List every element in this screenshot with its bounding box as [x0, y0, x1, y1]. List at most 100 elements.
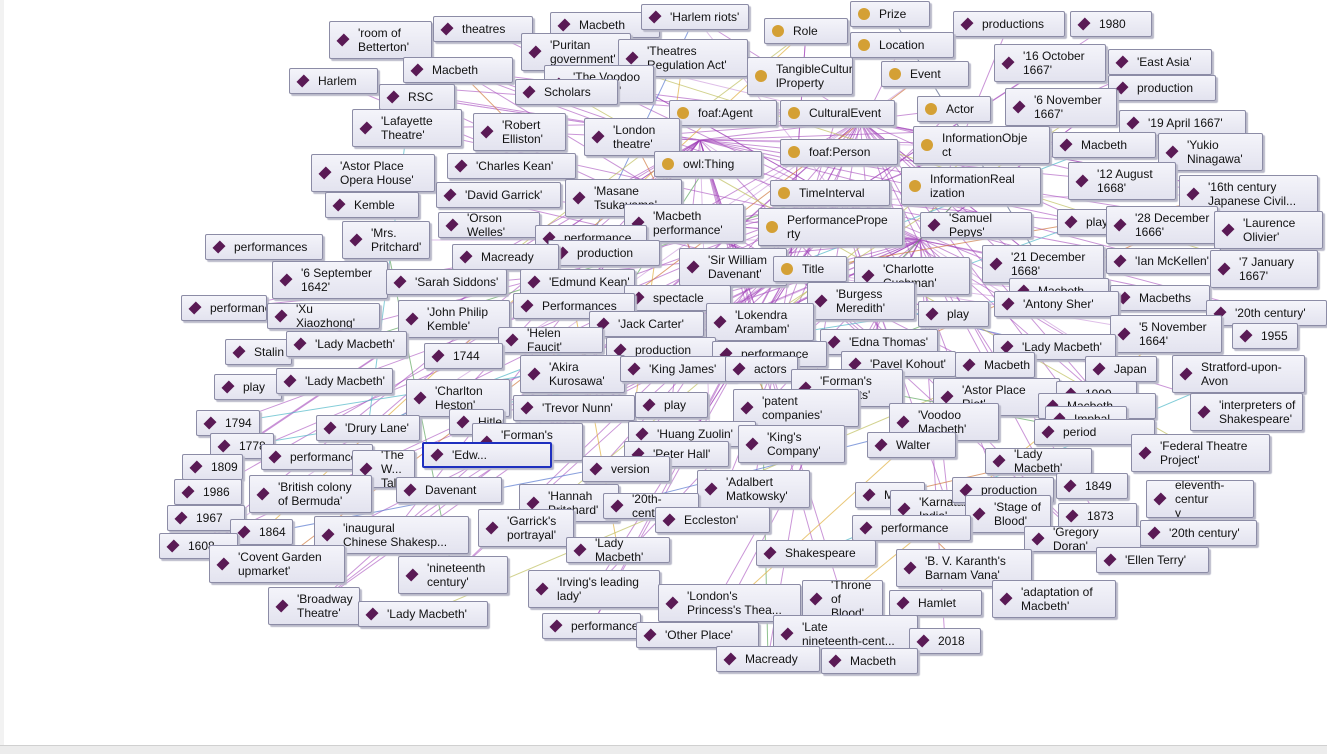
graph-node-individual[interactable]: 'David Garrick' — [436, 182, 561, 208]
graph-node-individual[interactable]: 'Throne of Blood' — [802, 580, 883, 618]
graph-node-individual[interactable]: 'Lady Macbeth' — [286, 331, 407, 357]
graph-node-individual[interactable]: '6 September 1642' — [272, 261, 388, 299]
graph-node-individual[interactable]: 'Yukio Ninagawa' — [1158, 133, 1263, 171]
graph-node-individual[interactable]: 1849 — [1056, 473, 1128, 499]
graph-node-individual[interactable]: 'Ellen Terry' — [1096, 547, 1209, 573]
graph-node-individual[interactable]: '21 December 1668' — [982, 245, 1104, 283]
graph-node-individual[interactable]: eleventh-centur y — [1146, 480, 1254, 518]
graph-node-individual[interactable]: 'East Asia' — [1108, 49, 1212, 75]
graph-node-individual[interactable]: Macready — [452, 244, 559, 270]
graph-node-individual[interactable]: 'Samuel Pepys' — [920, 212, 1032, 238]
graph-node-class[interactable]: Actor — [917, 96, 991, 122]
graph-node-individual[interactable]: Shakespeare — [756, 540, 876, 566]
graph-node-individual[interactable]: 'Sir William Davenant' — [679, 248, 787, 286]
graph-node-class[interactable]: TangibleCultura lProperty — [747, 57, 853, 95]
graph-node-individual[interactable]: 'Garrick's portrayal' — [478, 509, 574, 547]
graph-node-individual[interactable]: 'patent companies' — [733, 389, 859, 427]
graph-node-individual[interactable]: 1744 — [424, 343, 503, 369]
graph-node-individual[interactable]: 'Federal Theatre Project' — [1131, 434, 1270, 472]
graph-node-individual[interactable]: Macbeth — [1052, 132, 1156, 158]
graph-node-individual[interactable]: 'King's Company' — [738, 425, 845, 463]
graph-node-individual[interactable]: Stalin — [225, 339, 292, 365]
graph-node-individual[interactable]: actors — [725, 356, 798, 382]
graph-node-class[interactable]: foaf:Person — [780, 139, 898, 165]
graph-node-individual[interactable]: 'Trevor Nunn' — [513, 395, 635, 421]
graph-node-individual[interactable]: Walter — [867, 432, 956, 458]
graph-node-individual[interactable]: 'interpreters of Shakespeare' — [1190, 393, 1303, 431]
graph-node-individual[interactable]: 'Antony Sher' — [994, 291, 1119, 317]
graph-node-individual[interactable]: '28 December 1666' — [1106, 206, 1218, 244]
graph-node-individual[interactable]: Kemble — [325, 192, 419, 218]
graph-node-individual[interactable]: 'Adalbert Matkowsky' — [697, 470, 810, 508]
graph-node-individual[interactable]: '20th century' — [1140, 520, 1257, 546]
graph-node-individual[interactable]: 1873 — [1058, 503, 1137, 529]
graph-node-class[interactable]: PerformancePrope rty — [758, 208, 903, 246]
graph-node-individual[interactable]: 'nineteenth century' — [398, 556, 508, 594]
graph-node-individual[interactable]: version — [582, 456, 670, 482]
graph-node-individual[interactable]: 'John Philip Kemble' — [398, 300, 510, 338]
graph-node-class[interactable]: foaf:Agent — [669, 100, 777, 126]
graph-node-class[interactable]: InformationObje ct — [913, 126, 1050, 164]
graph-node-class[interactable]: Event — [881, 61, 969, 87]
graph-node-individual[interactable]: play — [214, 374, 282, 400]
graph-node-class[interactable]: CulturalEvent — [780, 100, 895, 126]
horizontal-scrollbar[interactable] — [0, 745, 1327, 754]
graph-node-individual[interactable]: 'British colony of Bermuda' — [249, 475, 372, 513]
graph-node-individual[interactable]: Performances — [513, 293, 635, 319]
graph-node-individual[interactable]: '12 August 1668' — [1068, 162, 1176, 200]
graph-node-individual[interactable]: 'room of Betterton' — [329, 21, 432, 59]
graph-node-individual[interactable]: Harlem — [289, 68, 378, 94]
graph-node-individual[interactable]: 'Burgess Meredith' — [807, 282, 915, 320]
graph-node-individual[interactable]: 1986 — [174, 479, 242, 505]
graph-node-class[interactable]: InformationReal ization — [901, 167, 1041, 205]
graph-node-individual[interactable]: Stratford-upon- Avon — [1172, 355, 1305, 393]
graph-node-individual[interactable]: 'Orson Welles' — [438, 212, 540, 238]
graph-node-individual[interactable]: 'Lady Macbeth' — [566, 537, 670, 563]
graph-node-individual[interactable]: 'London theatre' — [584, 118, 680, 156]
graph-node-individual[interactable]: 'Broadway Theatre' — [268, 587, 360, 625]
graph-node-class[interactable]: Role — [764, 18, 848, 44]
graph-node-individual[interactable]: production — [1108, 75, 1216, 101]
graph-node-individual[interactable]: 'Robert Elliston' — [473, 113, 566, 151]
graph-node-individual[interactable]: 'Charles Kean' — [447, 153, 576, 179]
graph-node-individual[interactable]: performance — [852, 515, 971, 541]
graph-node-class[interactable]: Location — [850, 32, 954, 58]
graph-node-individual[interactable]: 'Lady Macbeth' — [985, 448, 1092, 474]
graph-node-individual[interactable]: 'adaptation of Macbeth' — [992, 580, 1116, 618]
graph-node-class[interactable]: Title — [773, 256, 847, 282]
graph-node-individual[interactable]: theatres — [433, 16, 533, 42]
graph-node-individual[interactable]: 'Other Place' — [636, 622, 759, 648]
graph-node-individual[interactable]: 'Sarah Siddons' — [386, 269, 507, 295]
graph-node-individual[interactable]: 'Edna Thomas' — [820, 329, 938, 355]
graph-node-individual[interactable]: Macbeth — [403, 57, 513, 83]
graph-node-individual[interactable]: 'King James' — [620, 356, 737, 382]
graph-node-individual[interactable]: Macbeth — [821, 648, 918, 674]
graph-node-individual[interactable]: 'Laurence Olivier' — [1214, 211, 1323, 249]
graph-node-individual[interactable]: 'Harlem riots' — [641, 4, 749, 30]
graph-node-individual[interactable]: 'Lady Macbeth' — [358, 601, 488, 627]
graph-node-individual[interactable]: 'Drury Lane' — [316, 415, 420, 441]
graph-node-class[interactable]: owl:Thing — [654, 151, 762, 177]
graph-node-individual[interactable]: '5 November 1664' — [1110, 315, 1222, 353]
graph-node-individual[interactable]: 1955 — [1232, 323, 1298, 349]
graph-node-individual[interactable]: 'Peter Hall' — [624, 441, 729, 467]
graph-node-individual[interactable]: 'Astor Place Opera House' — [311, 154, 435, 192]
graph-node-individual[interactable]: '7 January 1667' — [1210, 250, 1318, 288]
graph-node-individual[interactable]: 'Jack Carter' — [589, 311, 704, 337]
graph-node-individual[interactable]: 'Covent Garden upmarket' — [209, 545, 345, 583]
graph-node-individual[interactable]: '16 October 1667' — [994, 44, 1106, 82]
graph-node-individual[interactable]: 'Xu Xiaozhong' — [267, 303, 380, 329]
graph-node-individual[interactable]: 'Helen Faucit' — [498, 327, 603, 353]
graph-node-individual[interactable]: Macbeth — [955, 352, 1035, 378]
graph-node-individual[interactable]: 'Mrs. Pritchard' — [342, 221, 430, 259]
graph-node-individual[interactable]: Hamlet — [889, 590, 982, 616]
graph-node-individual[interactable]: '20th century' — [1206, 300, 1327, 326]
graph-node-individual[interactable]: 'Lady Macbeth' — [276, 368, 393, 394]
graph-node-individual[interactable]: performance — [181, 295, 267, 321]
graph-node-individual[interactable]: performance — [542, 613, 641, 639]
graph-node-individual[interactable]: play — [1057, 209, 1114, 235]
graph-node-individual[interactable]: Japan — [1085, 356, 1157, 382]
graph-node-individual[interactable]: productions — [953, 11, 1065, 37]
graph-node-individual[interactable]: Macready — [716, 646, 820, 672]
graph-node-individual[interactable]: 1980 — [1070, 11, 1152, 37]
